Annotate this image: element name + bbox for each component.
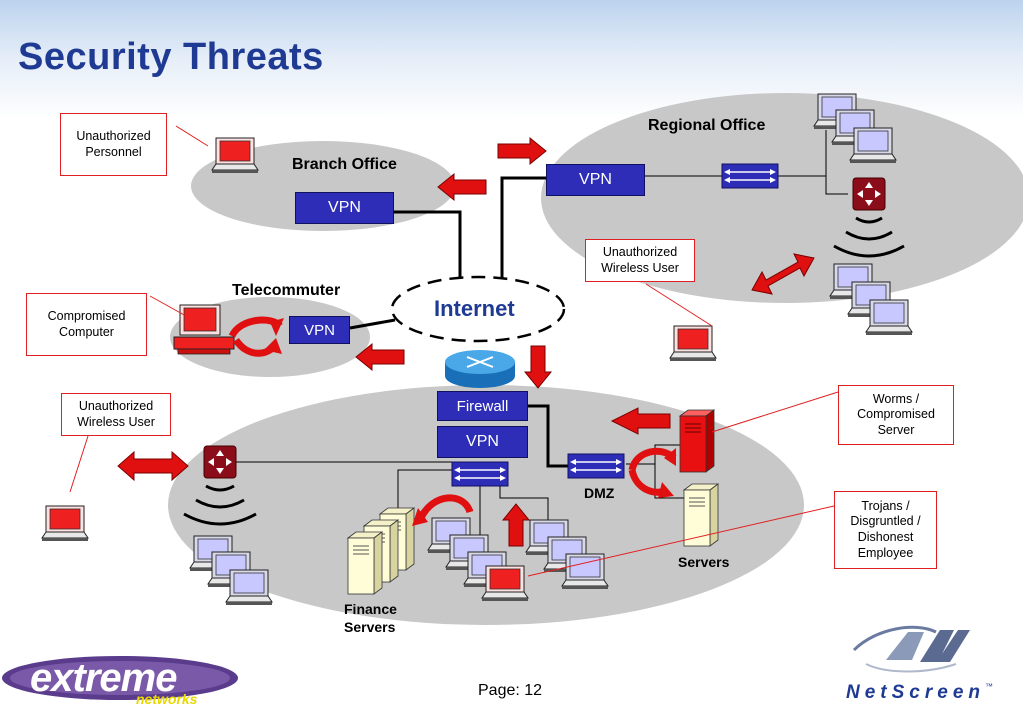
callout-text: Worms / Compromised Server <box>857 391 935 437</box>
unauthorized-personnel-callout: Unauthorized Personnel <box>60 113 167 176</box>
regional-wireless-waves-icon <box>833 216 905 258</box>
netscreen-emblem-icon <box>852 625 970 673</box>
trojans-callout: Trojans / Disgruntled / Dishonest Employ… <box>834 491 937 569</box>
servers-label: Servers <box>678 554 730 570</box>
hq-access-point-icon <box>203 445 237 479</box>
threat-double-arrow-icon <box>751 253 815 295</box>
page-number: Page: 12 <box>478 682 543 699</box>
hq-rogue-laptop-icon <box>41 505 89 542</box>
extreme-wordmark: extreme <box>30 656 177 700</box>
hq-vpn-box: VPN <box>437 426 528 458</box>
regional-access-point-icon <box>852 177 886 211</box>
hq-unauthorized-wireless-callout: Unauthorized Wireless User <box>61 393 171 436</box>
regional-laptop-icon <box>849 127 897 164</box>
disgruntled-employee-laptop-icon <box>481 565 529 602</box>
regional-switch-icon <box>721 163 779 189</box>
internet-cloud <box>390 275 566 343</box>
unauthorized-personnel-laptop-icon <box>211 137 259 174</box>
callout-text: Trojans / Disgruntled / Dishonest Employ… <box>850 498 921 560</box>
netscreen-logo: NetScreen™ <box>846 620 1016 706</box>
regional-unauthorized-wireless-callout: Unauthorized Wireless User <box>585 239 695 282</box>
backbone-links <box>349 176 568 468</box>
finance-curved-arrow-icon <box>416 494 474 522</box>
threat-arrow-icon <box>501 503 531 547</box>
compromised-server-icon <box>679 409 715 473</box>
regional-office-label: Regional Office <box>648 117 766 134</box>
threat-double-arrow-icon <box>117 450 189 482</box>
regional-vpn-box: VPN <box>546 164 645 196</box>
regional-laptop-icon <box>865 299 913 336</box>
extreme-swoosh-icon <box>2 656 238 700</box>
hq-laptop-icon <box>225 569 273 606</box>
branch-office-label: Branch Office <box>292 156 397 173</box>
hq-wireless-waves-icon <box>183 484 257 526</box>
dmz-switch-icon <box>567 453 625 479</box>
worms-callout: Worms / Compromised Server <box>838 385 954 445</box>
callout-text: Unauthorized Wireless User <box>601 244 679 275</box>
finance-servers-label: Finance Servers <box>344 601 397 636</box>
callout-text: Unauthorized Personnel <box>76 128 151 159</box>
threat-arrow-icon <box>355 342 405 372</box>
regional-rogue-laptop-icon <box>669 325 717 362</box>
netscreen-wordmark-wrap: NetScreen™ <box>846 682 993 704</box>
router-icon <box>445 350 515 388</box>
extreme-networks-logo: extreme networks <box>0 652 248 708</box>
threat-arrow-icon <box>610 407 671 435</box>
trademark-symbol: ™ <box>985 682 993 691</box>
telecommuter-label: Telecommuter <box>232 282 341 299</box>
callout-leaders <box>69 125 839 577</box>
firewall-box: Firewall <box>437 391 528 421</box>
finance-server-icon <box>347 531 383 595</box>
threat-arrow-icon <box>437 172 487 202</box>
callout-text: Unauthorized Wireless User <box>77 398 155 429</box>
telecommuter-vpn-box: VPN <box>289 316 350 344</box>
compromised-computer-callout: Compromised Computer <box>26 293 147 356</box>
headquarters-zone <box>168 385 804 625</box>
callout-text: Compromised Computer <box>47 308 126 339</box>
internet-label: Internet <box>434 296 515 321</box>
netscreen-wordmark: NetScreen <box>846 682 985 703</box>
dmz-label: DMZ <box>584 485 615 501</box>
threat-arrow-icon <box>497 136 547 166</box>
branch-vpn-box: VPN <box>295 192 394 224</box>
networks-wordmark: networks <box>136 691 198 707</box>
slide-title: Security Threats <box>18 36 324 78</box>
hq-switch-icon <box>451 461 509 487</box>
threat-arrow-icon <box>523 345 553 389</box>
